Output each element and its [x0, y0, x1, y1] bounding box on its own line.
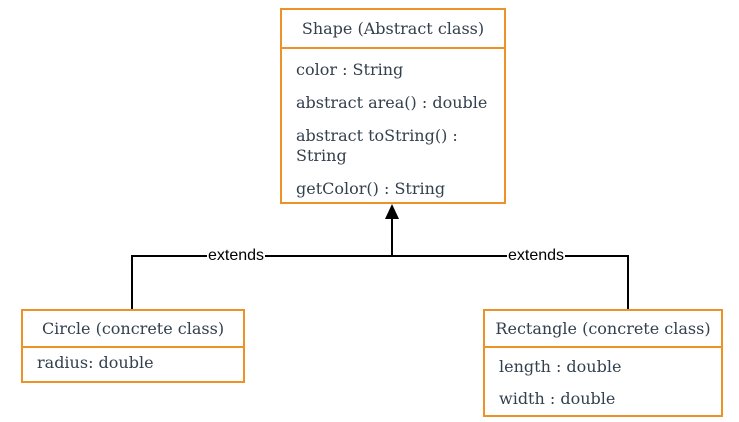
class-member-length: length : double: [499, 357, 622, 376]
class-members-circle: radius: double: [23, 348, 243, 373]
connector-horizontal-line: [131, 255, 629, 257]
connector-circle-vertical-line: [131, 255, 133, 309]
extends-label-left: extends: [206, 247, 266, 265]
class-title-circle: Circle (concrete class): [23, 311, 243, 348]
class-members-shape: color : String abstract area() : double …: [282, 49, 504, 199]
connector-arrow-shaft: [391, 217, 393, 257]
class-member-width: width : double: [499, 389, 616, 408]
class-box-shape: Shape (Abstract class) color : String ab…: [280, 8, 506, 204]
class-member-getcolor: getColor() : String: [296, 179, 446, 198]
class-box-circle: Circle (concrete class) radius: double: [21, 309, 245, 383]
class-member-radius: radius: double: [37, 353, 154, 372]
class-members-rectangle: length : double width : double: [485, 348, 721, 409]
class-box-rectangle: Rectangle (concrete class) length : doub…: [483, 309, 723, 417]
class-member-tostring: abstract toString() : String: [296, 126, 458, 165]
inheritance-arrowhead-icon: [385, 204, 399, 219]
class-title-rectangle: Rectangle (concrete class): [485, 311, 721, 348]
extends-label-right: extends: [506, 247, 566, 265]
class-member-color: color : String: [296, 60, 404, 79]
connector-rectangle-vertical-line: [627, 255, 629, 309]
class-title-shape: Shape (Abstract class): [282, 10, 504, 49]
class-member-area: abstract area() : double: [296, 93, 488, 112]
